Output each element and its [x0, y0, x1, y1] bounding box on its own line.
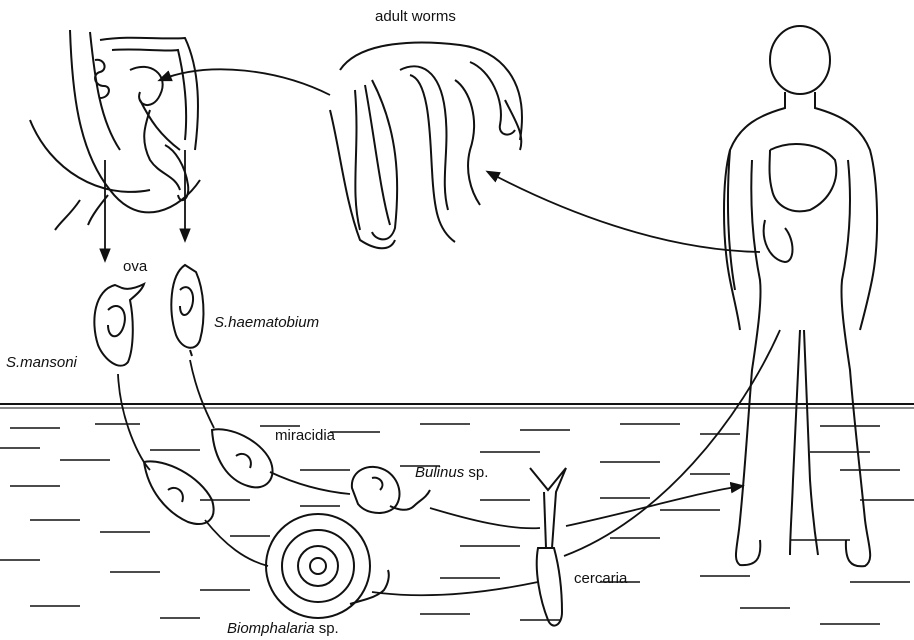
path-bulinus-to-cercaria: [430, 508, 540, 528]
label-bulinus-genus: Bulinus: [415, 464, 464, 481]
arrow-host-to-worms: [488, 172, 760, 252]
path-mansoni-egg-to-miracidium: [118, 374, 150, 470]
label-ova: ova: [123, 258, 147, 275]
label-biomphalaria-genus: Biomphalaria: [227, 620, 315, 637]
life-cycle-arrows: [105, 69, 780, 595]
path-miracidium-to-biomphalaria: [205, 520, 268, 566]
s-haematobium-egg-illustration: [171, 265, 203, 356]
water-body: [0, 404, 914, 624]
miracidium-illustration: [144, 429, 273, 524]
arrow-cercaria-to-host-1: [566, 486, 742, 526]
label-adult-worms: adult worms: [375, 8, 456, 25]
s-mansoni-egg-illustration: [94, 284, 144, 366]
label-s-haematobium: S.haematobium: [214, 314, 319, 331]
biomphalaria-snail-illustration: [266, 514, 389, 618]
label-cercaria: cercaria: [574, 570, 627, 587]
host-pelvis-illustration: [30, 30, 200, 230]
path-haematobium-egg-to-miracidium: [190, 360, 214, 428]
adult-worms-illustration: [330, 43, 522, 249]
path-miracidium-to-bulinus: [270, 472, 350, 494]
label-miracidia: miracidia: [275, 427, 335, 444]
human-host-silhouette: [724, 26, 877, 566]
arrow-cercaria-to-host-2: [564, 330, 780, 556]
cercaria-illustration: [530, 468, 566, 626]
path-biomphalaria-to-cercaria: [372, 582, 538, 595]
label-bulinus: Bulinus sp.: [415, 464, 488, 481]
label-biomphalaria-sp: sp.: [319, 620, 339, 637]
label-biomphalaria: Biomphalaria sp.: [227, 620, 339, 637]
label-bulinus-sp: sp.: [468, 464, 488, 481]
label-s-mansoni: S.mansoni: [6, 354, 77, 371]
